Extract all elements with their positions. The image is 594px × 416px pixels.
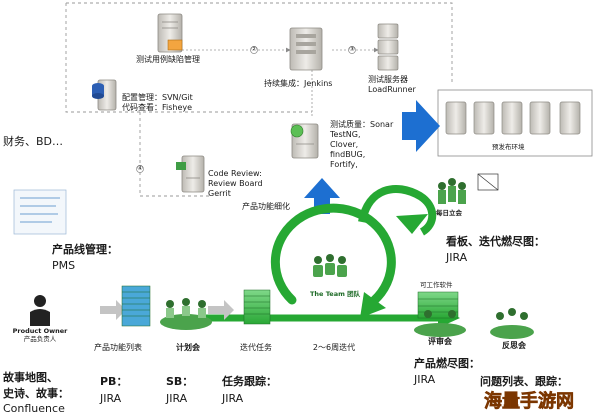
sb-tool: JIRA xyxy=(166,392,188,405)
story-map-label: 故事地图、 xyxy=(3,371,58,384)
iteration-length-label: 2～6周迭代 xyxy=(312,343,356,352)
retro-meeting-icon xyxy=(490,308,534,339)
refine-label: 产品功能细化 xyxy=(242,202,290,211)
backlog-stack-icon xyxy=(121,285,151,327)
test-server-stack-icon xyxy=(377,23,399,71)
watermark-text: 海量手游网 xyxy=(484,391,575,412)
pb-label: PB： xyxy=(100,375,128,388)
product-line-mgmt-label: 产品线管理： xyxy=(52,243,118,256)
task-tracking-tool: JIRA xyxy=(222,392,244,405)
step-marker-3 xyxy=(348,46,356,54)
code-review-server-icon xyxy=(176,155,205,193)
product-line-mgmt-tool: PMS xyxy=(52,259,76,272)
code-review-line-2: Gerrit xyxy=(208,189,231,198)
toolchain-connectors xyxy=(182,47,379,118)
product-burndown-tool: JIRA xyxy=(414,373,436,386)
document-thumbnail-icon xyxy=(13,189,67,235)
kanban-tool: JIRA xyxy=(446,251,468,264)
quality-line-4: Fortify, xyxy=(330,160,358,169)
working-software-label: 可工作软件 xyxy=(420,281,453,289)
product-owner-cn-label: 产品负责人 xyxy=(23,335,57,343)
toolchain-dashed-frame xyxy=(65,2,453,197)
step-marker-4 xyxy=(136,165,144,173)
review-label: 评审会 xyxy=(428,337,452,346)
backlog-label: 产品功能列表 xyxy=(94,343,142,352)
product-owner-icon xyxy=(30,295,50,326)
quality-line-0: 测试质量：Sonar xyxy=(330,120,394,129)
retro-label: 反思会 xyxy=(502,341,526,350)
code-review-line-1: Review Board xyxy=(208,179,263,188)
pre-release-env-box xyxy=(437,89,593,157)
team-icon xyxy=(306,252,352,302)
config-server-icon xyxy=(92,79,117,111)
test-case-mgmt-label: 测试用例缺陷管理 xyxy=(136,55,200,64)
planning-label: 计划会 xyxy=(176,343,200,352)
iteration-stack-icon xyxy=(243,289,271,325)
sprint-cycle xyxy=(100,185,460,328)
step-number-3: ③ xyxy=(349,45,355,53)
ci-label: 持续集成：Jenkins xyxy=(264,79,333,88)
jenkins-server-icon xyxy=(289,27,323,71)
confluence-label: Confluence xyxy=(3,402,65,415)
config-mgmt-label: 配置管理：SVN/Git xyxy=(122,93,193,102)
planning-meeting-icon xyxy=(160,298,212,330)
pre-release-env-label: 预发布环境 xyxy=(492,143,525,151)
step-marker-2 xyxy=(250,46,258,54)
blue-arrow-up xyxy=(304,178,340,214)
quality-line-3: findBUG, xyxy=(330,150,366,159)
quality-line-2: Clover, xyxy=(330,140,359,149)
kanban-label: 看板、迭代燃尽图： xyxy=(446,235,545,248)
quality-server-icon xyxy=(290,123,319,159)
sb-label: SB： xyxy=(166,375,194,388)
team-label: The Team 团队 xyxy=(310,290,361,298)
blue-arrow-to-env xyxy=(402,100,440,152)
epic-story-label: 史诗、故事： xyxy=(3,387,69,400)
product-burndown-label: 产品燃尽图： xyxy=(414,357,480,370)
issues-label: 问题列表、跟踪： xyxy=(480,375,568,388)
review-meeting-icon xyxy=(414,310,466,337)
test-server-label: 测试服务器 xyxy=(368,75,408,84)
product-owner-label: Product Owner xyxy=(12,327,68,335)
test-case-server-icon xyxy=(157,13,183,53)
loadrunner-label: LoadRunner xyxy=(368,85,416,94)
quality-line-1: TestNG, xyxy=(330,130,361,139)
pb-tool: JIRA xyxy=(100,392,122,405)
code-view-label: 代码查看：Fisheye xyxy=(122,103,193,112)
step-number-2: ② xyxy=(251,45,257,53)
task-tracking-label: 任务跟踪： xyxy=(222,375,277,388)
daily-standup-label: 每日立会 xyxy=(436,209,462,217)
step-number-4: ④ xyxy=(137,164,143,172)
daily-standup-icon xyxy=(438,173,499,204)
iteration-tasks-label: 迭代任务 xyxy=(240,343,272,352)
finance-bd-label: 财务、BD… xyxy=(3,135,64,148)
code-review-line-0: Code Review: xyxy=(208,169,262,178)
